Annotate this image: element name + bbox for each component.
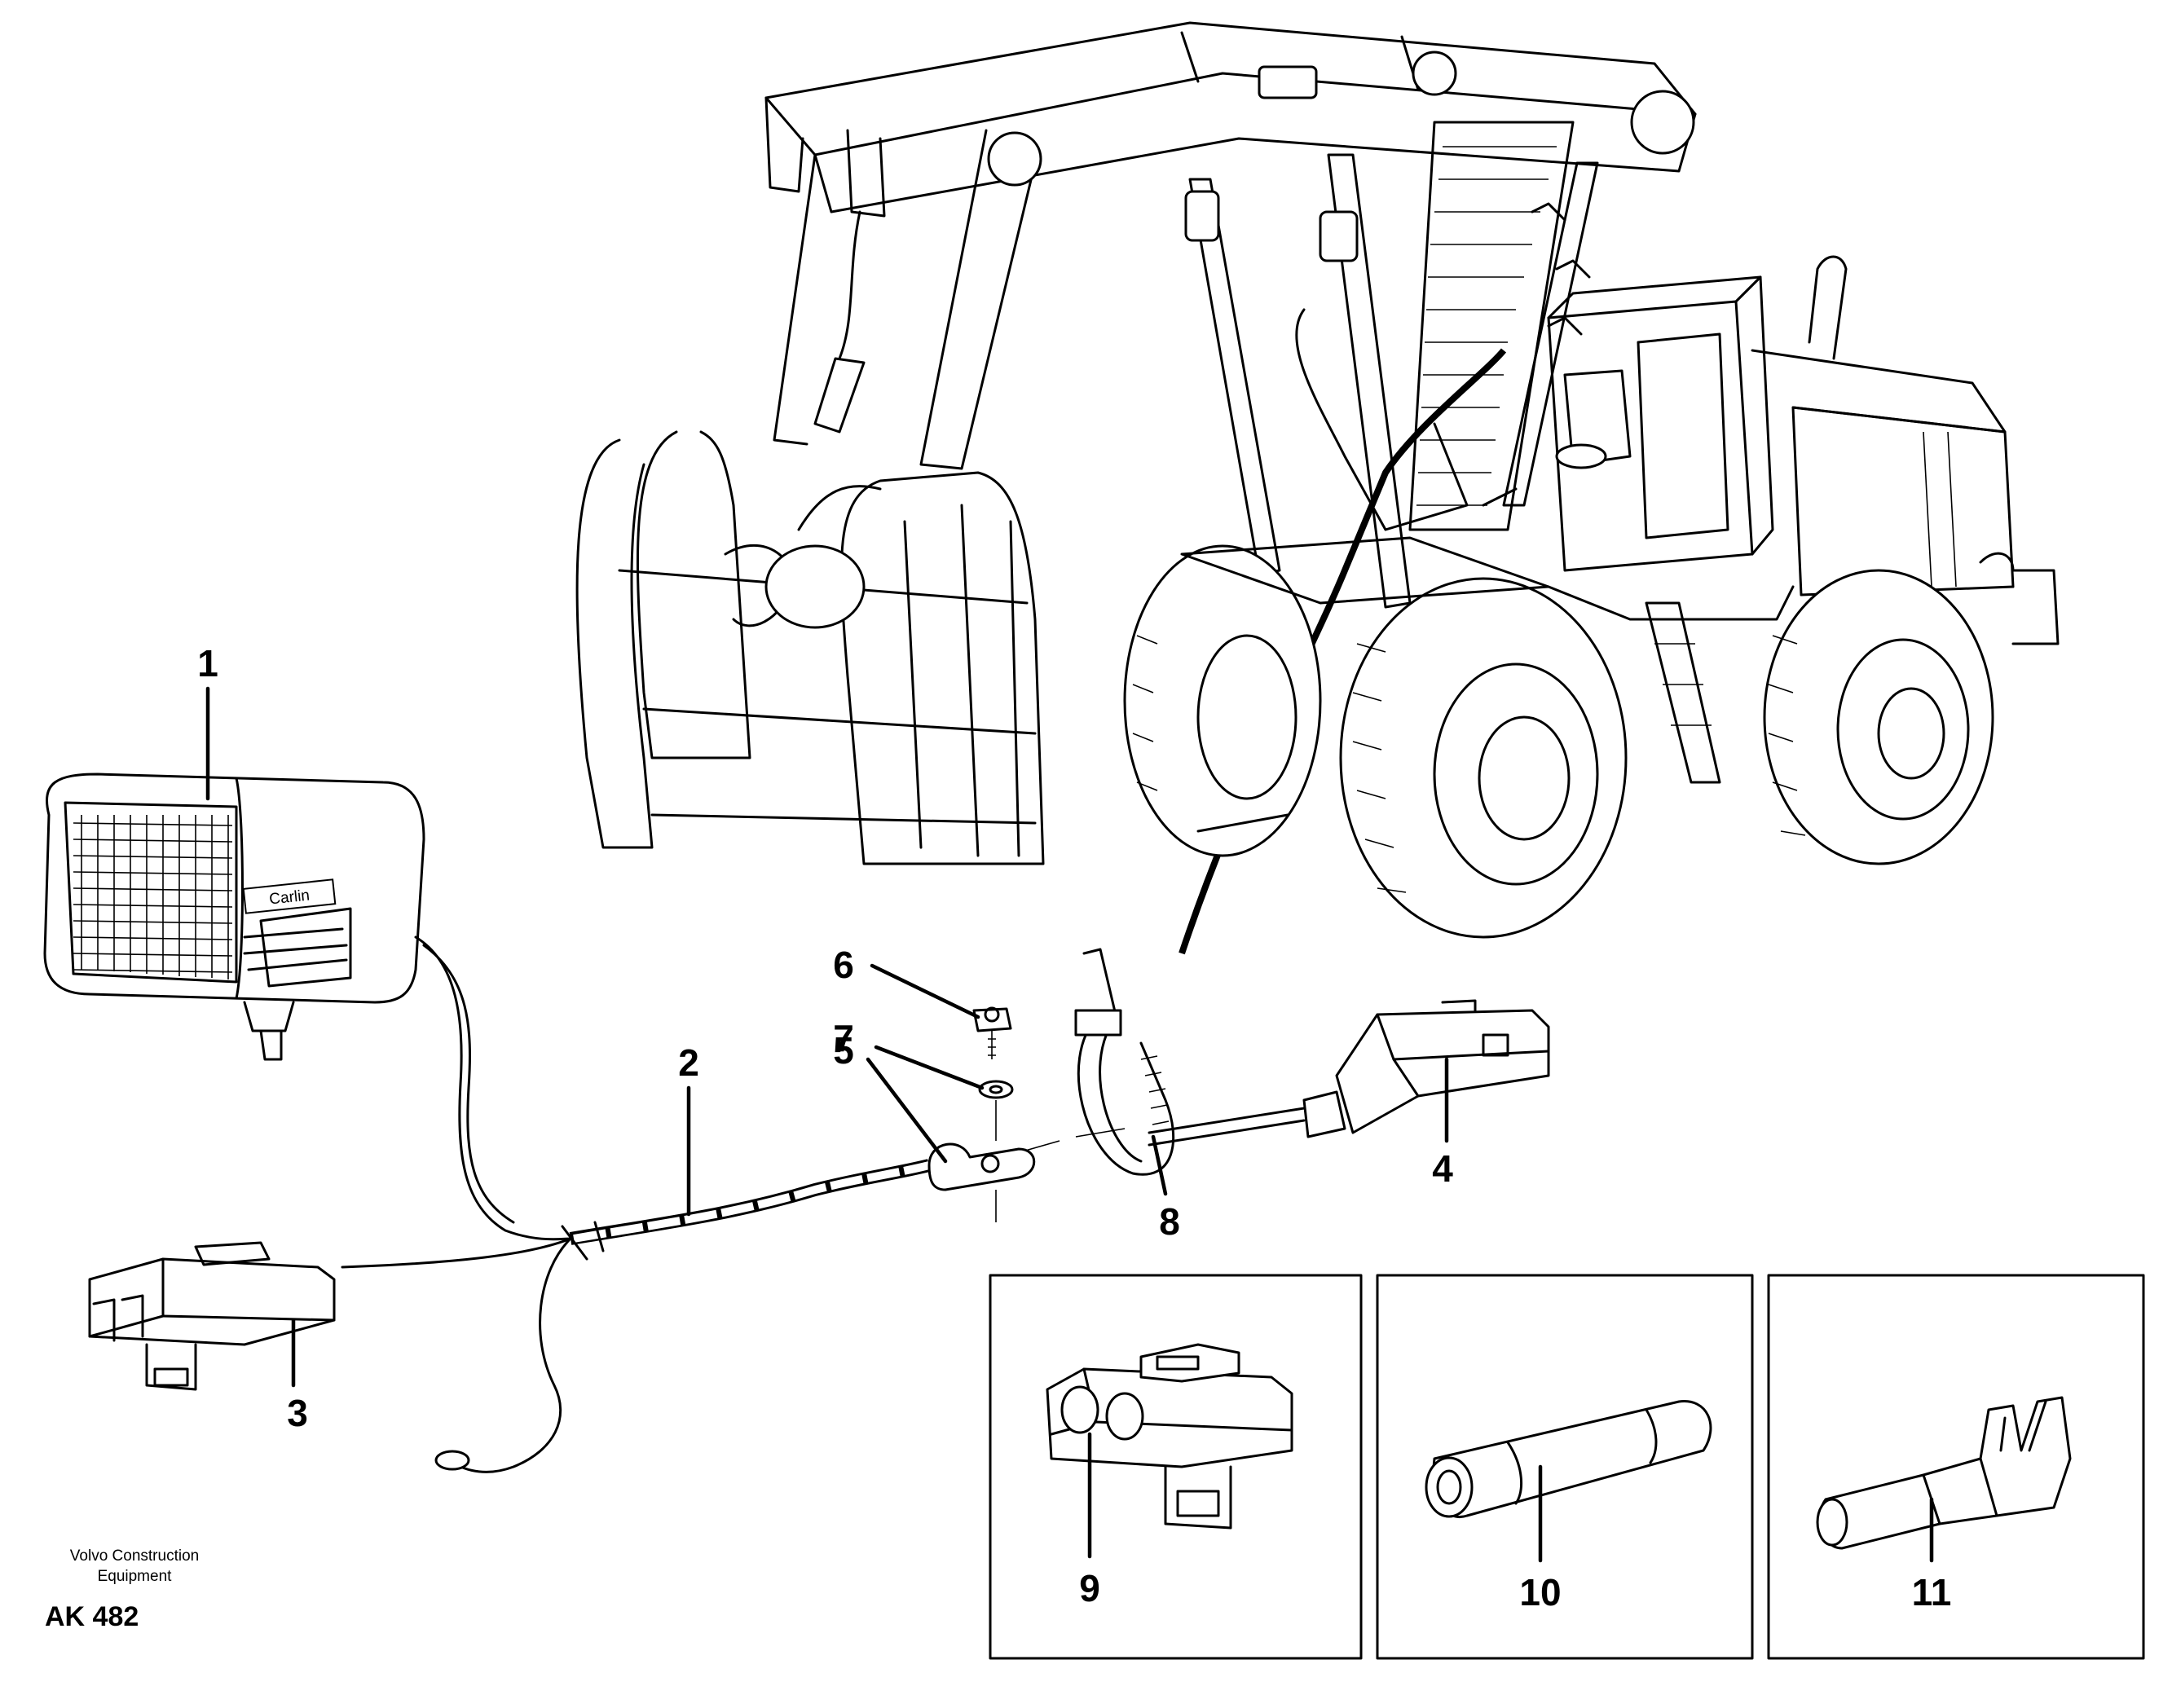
callout-labels: 1 2 3 4 5 6 7 8 9 10 11	[197, 642, 1951, 1613]
detail-box-9	[989, 1274, 1363, 1660]
callout-1: 1	[197, 642, 218, 685]
cable-tie-8	[1074, 948, 1175, 1176]
cable-harness	[341, 1128, 1126, 1473]
log-loader-machine	[575, 21, 2060, 955]
svg-text:Carlin: Carlin	[268, 887, 311, 908]
callout-10: 10	[1519, 1571, 1561, 1613]
nut-6	[972, 1006, 1012, 1059]
callout-2: 2	[678, 1041, 699, 1084]
work-lamp: Carlin	[43, 773, 572, 1241]
callout-6: 6	[833, 944, 854, 986]
cable-lug-5	[927, 1142, 1036, 1191]
detail-box-11	[1767, 1274, 2145, 1660]
callout-5: 5	[833, 1029, 854, 1072]
diagram-footer: Volvo Construction Equipment AK 482	[45, 1547, 199, 1632]
callout-3: 3	[287, 1392, 308, 1434]
washer-7	[978, 1080, 1014, 1222]
detail-box-10	[1376, 1274, 1754, 1660]
callout-11: 11	[1912, 1571, 1952, 1613]
connector-housing-4	[1148, 999, 1550, 1147]
diagram-code: AK 482	[45, 1601, 139, 1632]
callout-8: 8	[1159, 1200, 1180, 1243]
leader-lines	[205, 686, 1934, 1563]
callout-4: 4	[1432, 1147, 1453, 1190]
callout-7: 7	[833, 1017, 854, 1059]
callout-9: 9	[1079, 1567, 1100, 1609]
lamp-brand-badge: Carlin	[242, 878, 337, 914]
connector-housing-3	[88, 1241, 336, 1391]
company-name-line1: Volvo Construction	[70, 1547, 199, 1565]
company-name-line2: Equipment	[98, 1568, 173, 1585]
